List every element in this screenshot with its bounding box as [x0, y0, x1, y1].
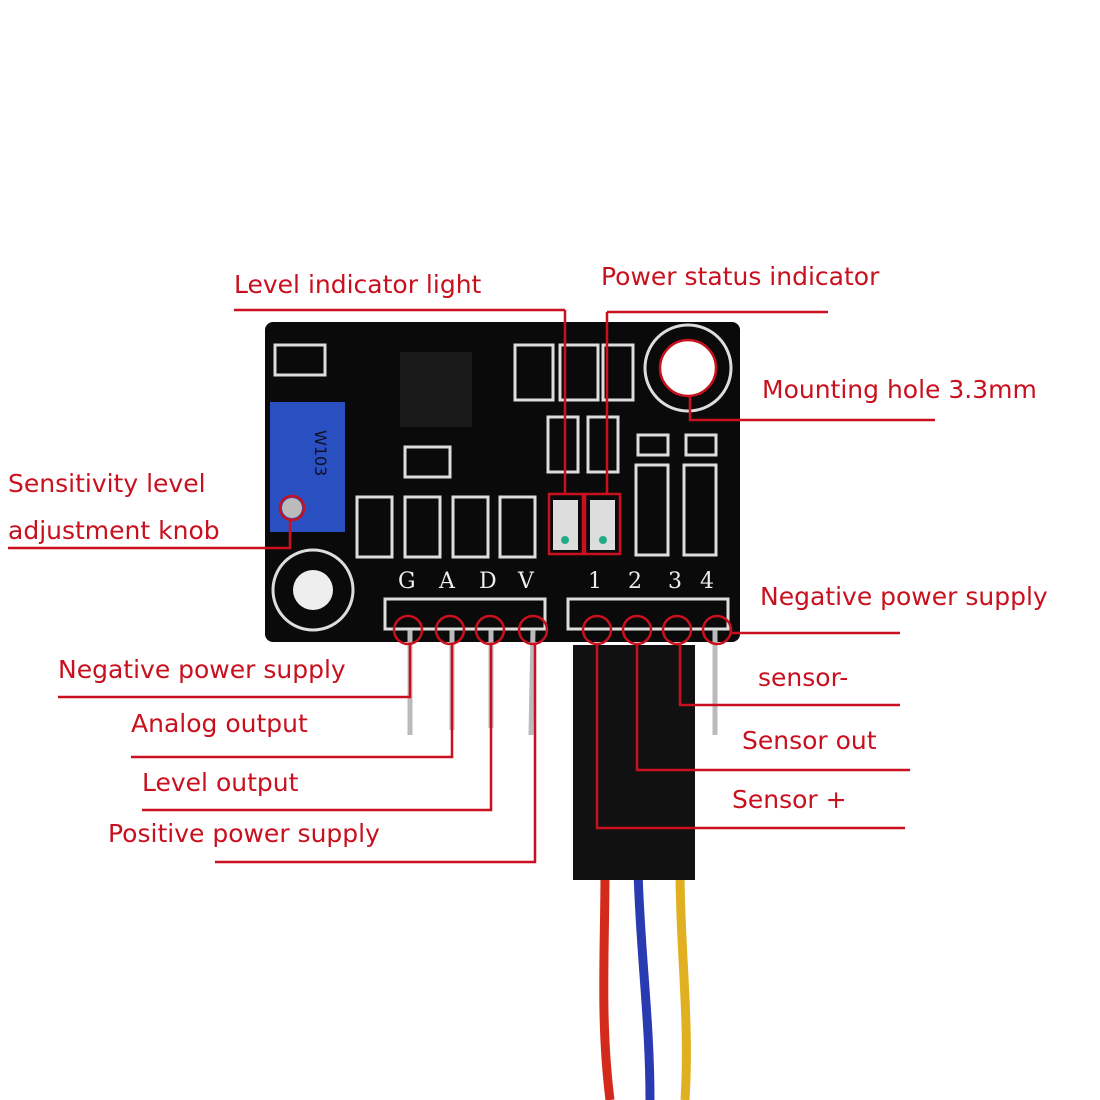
label-level-indicator: Level indicator light — [234, 270, 482, 299]
svg-text:V: V — [517, 569, 535, 594]
label-left-negative-power: Negative power supply — [58, 655, 346, 684]
svg-text:G: G — [398, 569, 416, 594]
label-sensor-minus: sensor- — [758, 663, 849, 692]
svg-text:3: 3 — [668, 569, 682, 594]
svg-text:A: A — [438, 569, 456, 594]
label-sensitivity-2: adjustment knob — [8, 516, 220, 545]
label-sensor-plus: Sensor + — [732, 785, 847, 814]
svg-text:D: D — [479, 569, 497, 594]
label-analog-output: Analog output — [131, 709, 308, 738]
connector-housing — [573, 645, 695, 880]
annotation-lines — [8, 308, 935, 864]
svg-text:2: 2 — [628, 569, 642, 594]
label-sensitivity-1: Sensitivity level — [8, 469, 206, 498]
label-mounting-hole: Mounting hole 3.3mm — [762, 375, 1037, 404]
label-right-negative-power: Negative power supply — [760, 582, 1048, 611]
label-sensor-out: Sensor out — [742, 726, 877, 755]
label-positive-power: Positive power supply — [108, 819, 380, 848]
pcb-board — [265, 322, 740, 642]
ic-chip — [400, 352, 472, 427]
pot-marking: W103 — [311, 430, 330, 476]
label-level-output: Level output — [142, 768, 299, 797]
led-leds — [553, 500, 615, 550]
svg-text:4: 4 — [700, 569, 714, 594]
cable-wires — [599, 869, 691, 1100]
pot-screw — [282, 498, 302, 518]
label-power-status: Power status indicator — [601, 262, 880, 291]
svg-text:1: 1 — [588, 569, 602, 594]
mounting-hole-right — [661, 341, 715, 395]
pin-labels: G A D V 1 2 3 4 — [398, 569, 714, 594]
mounting-hole-left — [293, 570, 333, 610]
